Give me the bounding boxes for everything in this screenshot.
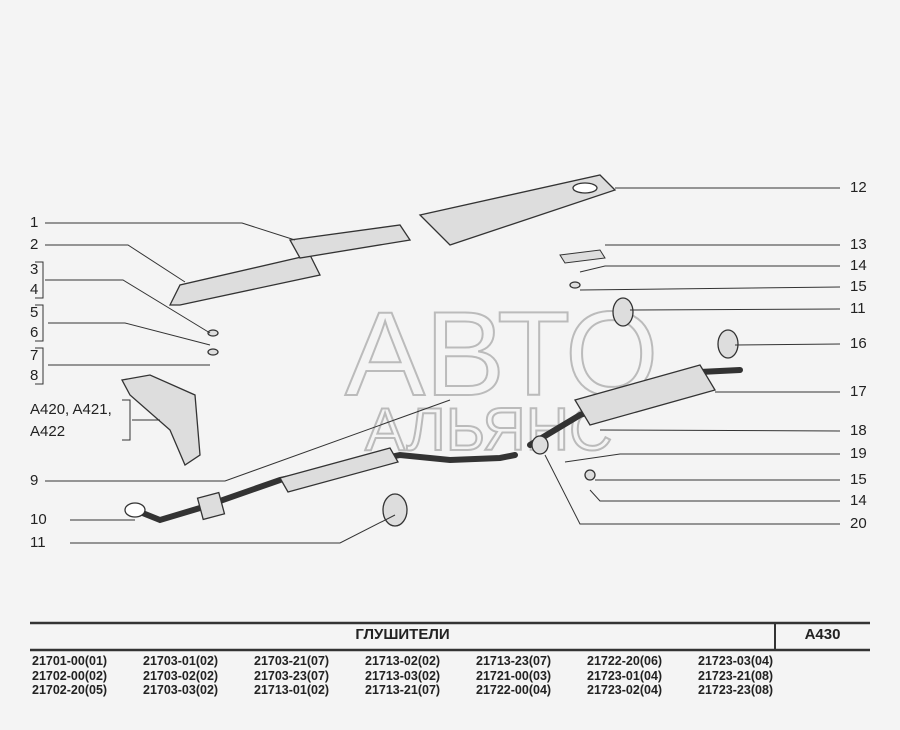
model-code: 21723-21(08) xyxy=(698,668,774,683)
model-code: 21723-01(04) xyxy=(587,668,663,683)
callout-16: 16 xyxy=(850,335,867,352)
model-codes-grid: 21701-00(01) 21703-01(02) 21703-21(07) 2171… xyxy=(32,654,809,698)
callout-lines xyxy=(45,187,841,544)
model-code: 21703-01(02) xyxy=(143,654,219,668)
callout-9: 9 xyxy=(30,472,39,489)
group-brackets xyxy=(35,261,131,441)
callout-4: 4 xyxy=(30,281,39,298)
callout-3: 3 xyxy=(30,261,39,278)
model-code: 21702-20(05) xyxy=(32,683,108,697)
model-code: 21721-00(03) xyxy=(476,668,552,683)
model-code: 21713-23(07) xyxy=(476,654,552,668)
callout-20: 20 xyxy=(850,515,867,532)
model-code: 21713-03(02) xyxy=(365,668,441,683)
model-code: 21722-20(06) xyxy=(587,654,663,668)
model-code: 21703-23(07) xyxy=(254,668,330,683)
callout-7: 7 xyxy=(30,347,39,364)
callout-13: 13 xyxy=(850,236,867,253)
model-code: 21723-23(08) xyxy=(698,683,774,697)
bracket-13 xyxy=(559,249,606,264)
callout-11-right: 11 xyxy=(850,300,866,317)
model-code: 21702-00(02) xyxy=(32,668,108,683)
callout-14-lower: 14 xyxy=(850,492,867,509)
callout-14: 14 xyxy=(850,257,867,274)
model-code: 21713-02(02) xyxy=(365,654,441,668)
callout-12: 12 xyxy=(850,179,867,196)
callout-19: 19 xyxy=(850,445,867,462)
group-ref-line1: A420, A421, xyxy=(30,401,112,418)
group-ref-line2: A422 xyxy=(30,423,66,440)
callout-18: 18 xyxy=(850,422,867,439)
heat-shield-rear xyxy=(418,174,617,246)
callout-17: 17 xyxy=(850,383,867,400)
model-code: 21713-01(02) xyxy=(254,683,330,697)
model-code: 21703-03(02) xyxy=(143,683,219,697)
model-code: 21713-21(07) xyxy=(365,683,441,697)
model-code: 21701-00(01) xyxy=(32,654,108,668)
svg-text:АЛЬЯНС: АЛЬЯНС xyxy=(365,396,612,463)
watermark: АВТО АЛЬЯНС xyxy=(344,286,659,464)
callout-2: 2 xyxy=(30,236,39,253)
callout-11: 11 xyxy=(30,534,46,551)
callout-10: 10 xyxy=(30,511,47,528)
mufflers xyxy=(124,281,739,527)
callout-6: 6 xyxy=(30,324,39,341)
exhaust-manifold xyxy=(121,374,201,466)
callout-8: 8 xyxy=(30,367,39,384)
section-code: A430 xyxy=(804,626,841,643)
callout-5: 5 xyxy=(30,304,39,321)
model-code: 21723-03(04) xyxy=(698,654,774,668)
model-code: 21703-02(02) xyxy=(143,668,219,683)
model-code: 21723-02(04) xyxy=(587,683,663,697)
callout-15-lower: 15 xyxy=(850,471,867,488)
model-code: 21722-00(04) xyxy=(476,683,552,697)
model-code: 21703-21(07) xyxy=(254,654,330,668)
callout-1: 1 xyxy=(30,214,39,231)
section-title: ГЛУШИТЕЛИ xyxy=(355,626,450,643)
callout-15: 15 xyxy=(850,278,867,295)
heat-shield-front xyxy=(168,224,412,306)
title-block-lines xyxy=(30,621,870,652)
